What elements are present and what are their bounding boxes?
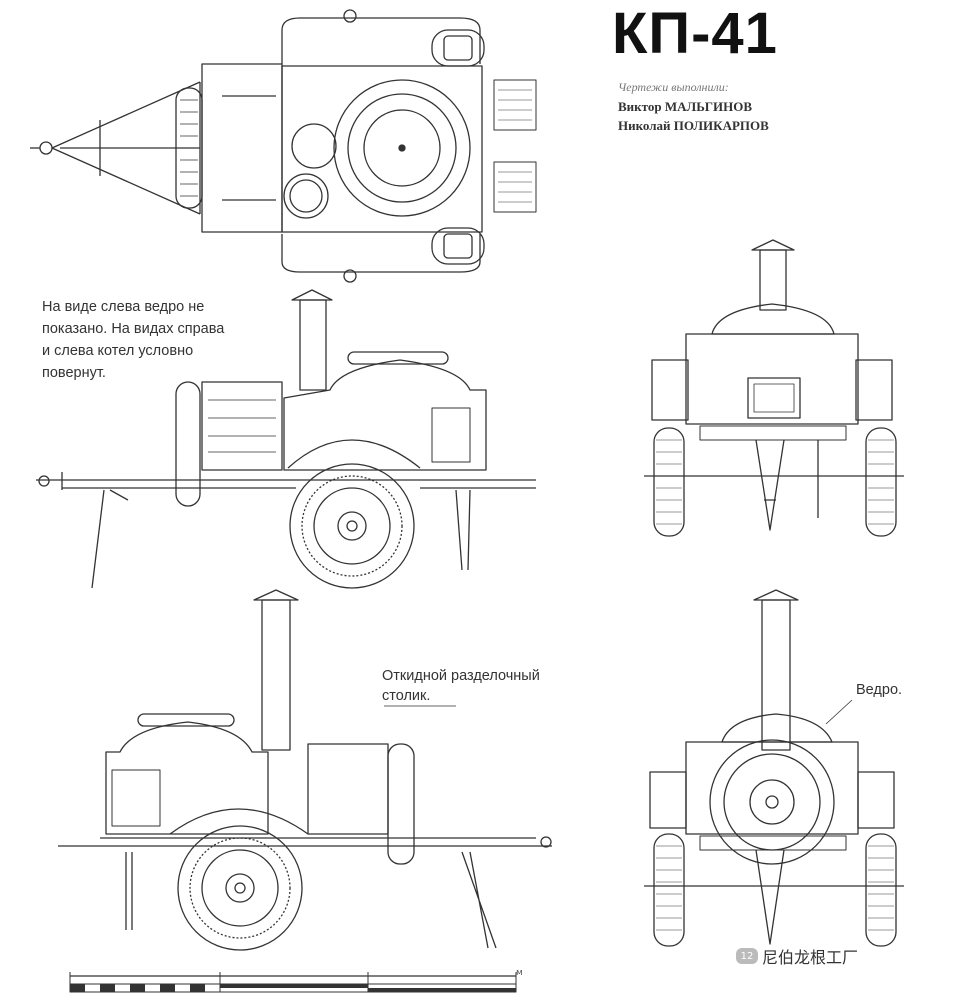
top-view <box>30 9 537 283</box>
credits-intro: Чертежи выполнили: <box>618 80 729 94</box>
note-line: повернут. <box>42 365 106 381</box>
label-line: столик. <box>382 688 431 704</box>
side-view-left <box>36 289 536 589</box>
front-view-upper <box>644 239 904 537</box>
side-view-right <box>58 589 552 951</box>
note-line: и слева котел условно <box>42 343 194 359</box>
note-line: На виде слева ведро не <box>42 299 205 315</box>
note-line: показано. На видах справа <box>42 321 225 337</box>
scale-bar-checks <box>70 984 516 992</box>
scale-unit-label: м <box>516 968 523 978</box>
drawing-note: На виде слева ведро не показано. На вида… <box>42 296 224 384</box>
label-line: Откидной разделочный <box>382 668 540 684</box>
label-folding-table: Откидной разделочный столик. <box>382 666 540 706</box>
watermark-badge: 12 <box>736 948 758 964</box>
watermark: 12 尼伯龙根工厂 <box>736 944 858 968</box>
credits-author-1: Виктор МАЛЬГИНОВ <box>618 99 753 114</box>
credits-block: Чертежи выполнили: Виктор МАЛЬГИНОВ Нико… <box>618 78 769 135</box>
credits-author-2: Николай ПОЛИКАРПОВ <box>618 118 769 133</box>
rear-view <box>644 589 904 947</box>
page-title: КП-41 <box>612 1 778 66</box>
label-bucket: Ведро. <box>856 682 903 698</box>
watermark-text: 尼伯龙根工厂 <box>762 948 859 967</box>
